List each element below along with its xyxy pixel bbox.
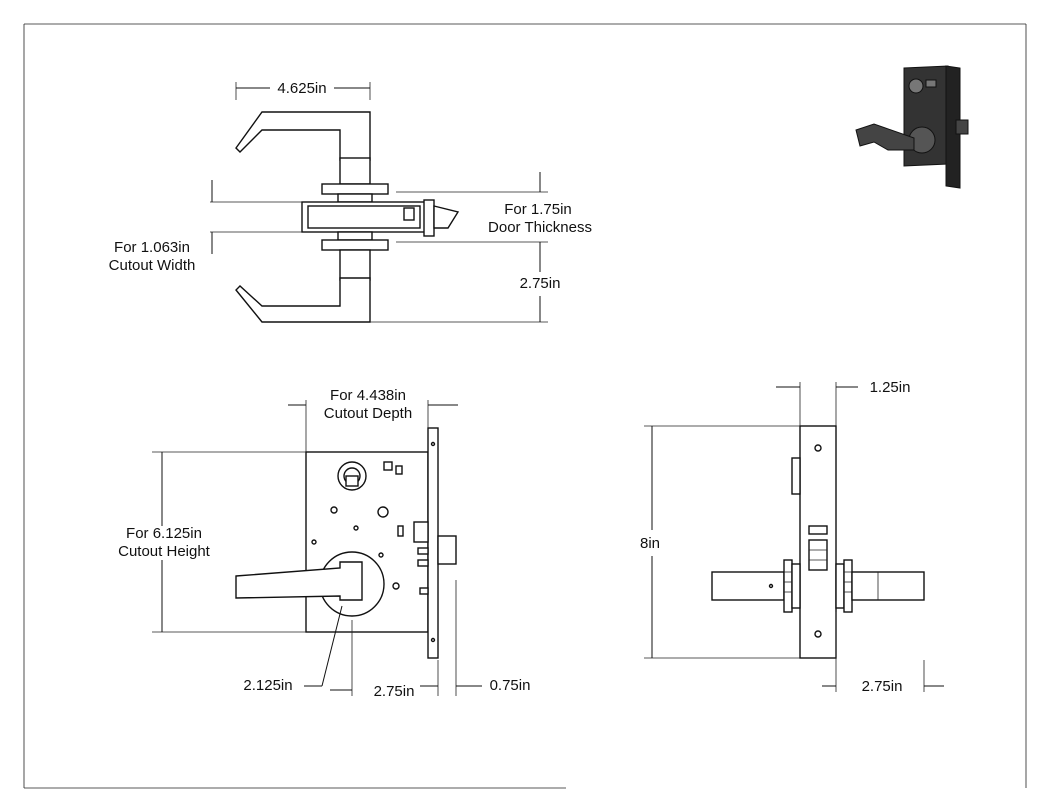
front-view: For 4.438in Cutout Depth For 6.125in Cut… [118, 387, 530, 700]
front-lever-handle [235, 551, 385, 617]
side-view: 1.25in 8in 2.75in [640, 379, 944, 695]
top-lever-lower [235, 231, 389, 323]
side-dimensions [644, 382, 944, 692]
cutout-width-label-2: Cutout Width [109, 257, 196, 274]
sheet-border [23, 23, 1027, 789]
rose-diameter-dimension: 2.125in [243, 677, 292, 694]
top-height-dimension: 2.75in [520, 275, 561, 292]
door-thickness-label-2: Door Thickness [488, 219, 592, 236]
front-dimensions [152, 400, 482, 696]
cutout-depth-label-1: For 4.438in [330, 387, 406, 404]
cutout-depth-label-2: Cutout Depth [324, 405, 412, 422]
top-width-dimension: 4.625in [277, 80, 326, 97]
top-lock-body [301, 199, 460, 237]
side-faceplate [791, 425, 837, 659]
side-lever-dimension: 2.75in [862, 678, 903, 695]
faceplate-dimension: 0.75in [490, 677, 531, 694]
cutout-height-label-1: For 6.125in [126, 525, 202, 542]
cutout-height-label-2: Cutout Height [118, 543, 211, 560]
backset-dimension: 2.75in [374, 683, 415, 700]
side-faceplate-width-dimension: 1.25in [870, 379, 911, 396]
side-height-dimension: 8in [640, 535, 660, 552]
side-levers [711, 559, 925, 613]
top-lever-upper [235, 111, 389, 203]
door-thickness-label-1: For 1.75in [504, 201, 572, 218]
top-view: 4.625in For 1.75in Door Thickness For 1.… [109, 80, 592, 323]
cutout-width-label-1: For 1.063in [114, 239, 190, 256]
lock-render-thumbnail [855, 65, 969, 189]
top-dimensions [210, 82, 548, 323]
front-lock-case [305, 427, 457, 659]
